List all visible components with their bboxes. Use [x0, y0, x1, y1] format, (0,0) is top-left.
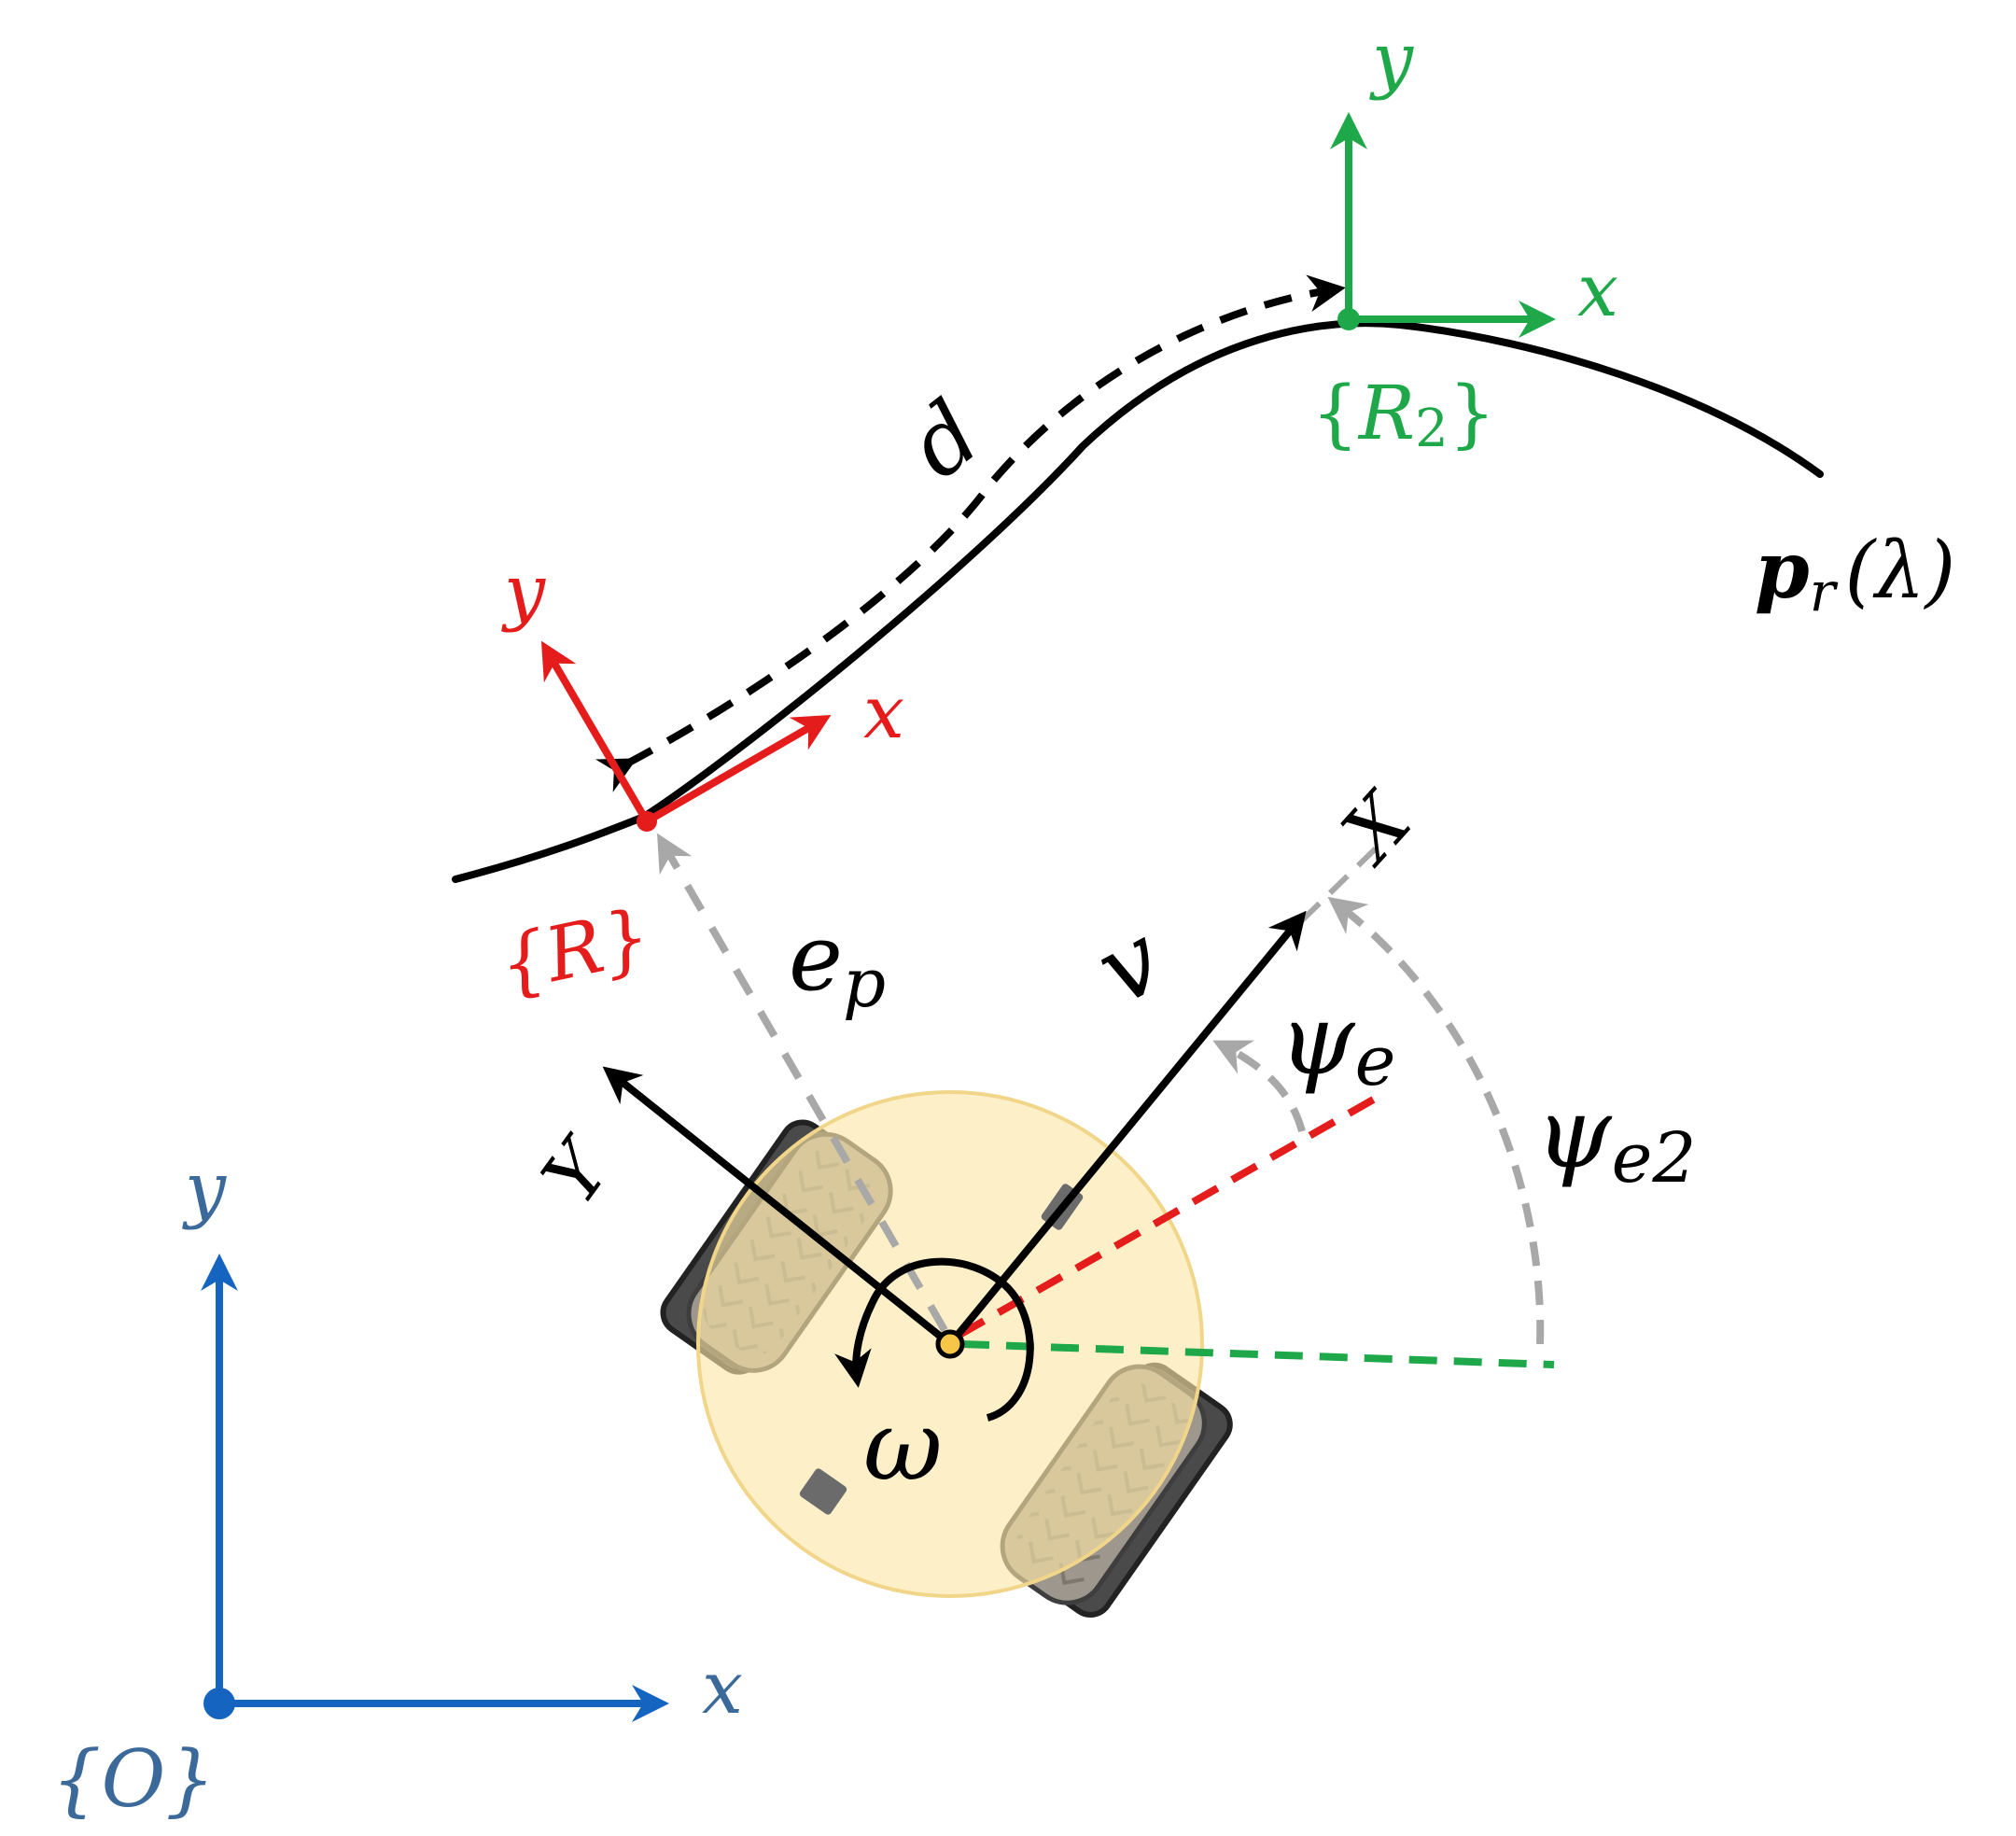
heading-error2-arc: [1327, 896, 1545, 1345]
world-origin: [203, 1688, 235, 1719]
robot-x-axis-extension: [1299, 845, 1379, 923]
tangent-direction-line: [958, 1090, 1385, 1338]
reference-path: [452, 319, 1824, 883]
heading-error2-sub: e2: [1612, 1118, 1697, 1198]
velocity-arrow: [946, 910, 1307, 1347]
rear-caster: [799, 1468, 847, 1515]
arc-distance-d: [595, 274, 1346, 792]
arc-distance-label: d: [889, 381, 999, 498]
world-x-label: x: [702, 1647, 743, 1731]
ref-frame-y-axis: [540, 640, 651, 824]
angular-velocity-label: ω: [863, 1389, 943, 1503]
robot: [660, 1090, 1233, 1618]
robot-y-axis-arrow: [602, 1066, 953, 1348]
world-frame-name: {O}: [51, 1733, 216, 1825]
angular-velocity-arc: [834, 1257, 1034, 1422]
ref2-frame-x-label: x: [1577, 249, 1618, 333]
ref-frame-x-label: x: [863, 671, 904, 755]
ref2-frame-origin: [1337, 308, 1360, 330]
world-y-label: y: [182, 1147, 227, 1231]
path-label: pr(λ): [1755, 524, 1955, 624]
ref-frame-x-axis: [644, 714, 832, 825]
ref2-frame-name-close: }: [1449, 370, 1496, 456]
ref-frame-name: {R}: [492, 892, 658, 1009]
path-label-arg: (λ): [1844, 525, 1955, 616]
heading-error2-label: ψe2: [1535, 1076, 1696, 1198]
robot-center: [935, 1329, 965, 1359]
position-error-base: e: [789, 905, 843, 1012]
heading-error-arc: [1212, 1040, 1306, 1133]
position-error-sub: p: [843, 944, 886, 1022]
velocity-label: v: [1078, 901, 1180, 1027]
robot-y-axis-label: Y: [526, 1122, 632, 1220]
ref2-frame-name: {R2}: [1311, 370, 1496, 459]
heading-error-sub: e: [1355, 1021, 1396, 1101]
ref2-frame-name-open: {: [1311, 370, 1359, 456]
heading-error-base: ψ: [1279, 983, 1356, 1097]
position-error-label: ep: [789, 905, 886, 1022]
ref2-frame-name-sub: 2: [1415, 399, 1449, 459]
ref2-frame-name-main: R: [1357, 370, 1415, 456]
horizontal-reference-line: [960, 1340, 1555, 1368]
ref2-frame-y-label: y: [1369, 18, 1414, 102]
path-label-sub: r: [1810, 560, 1839, 624]
path-label-bold: p: [1755, 524, 1810, 616]
robot-x-axis-label: X: [1323, 776, 1431, 882]
ref-frame-origin: [637, 811, 657, 832]
ref-frame-y-label: y: [501, 550, 546, 634]
heading-error2-base: ψ: [1535, 1076, 1613, 1190]
heading-error-label: ψe: [1279, 983, 1395, 1101]
